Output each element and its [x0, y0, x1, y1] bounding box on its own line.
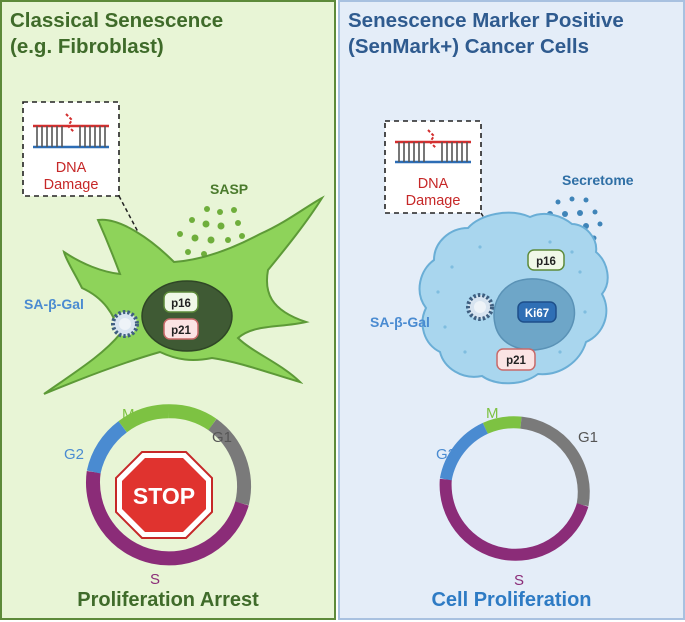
- cycle-label-s: S: [514, 572, 524, 589]
- phase-g2-arc: [86, 421, 128, 474]
- right-panel-title: Senescence Marker Positive (SenMark+) Ca…: [348, 8, 624, 60]
- ki67-label: Ki67: [525, 308, 549, 320]
- lysosome-icon: [466, 293, 494, 321]
- p21-label: p21: [506, 355, 526, 367]
- left-footer: Proliferation Arrest: [77, 589, 259, 611]
- dna-label-line-2: Damage: [44, 177, 99, 193]
- p16-label: p16: [536, 256, 556, 268]
- cycle-label-s: S: [150, 571, 160, 588]
- dna-damage-inset: DNA Damage: [22, 101, 120, 197]
- lysosome-icon: [111, 310, 139, 338]
- cycle-label-g2: G2: [64, 446, 84, 463]
- right-footer: Cell Proliferation: [431, 589, 592, 611]
- left-title-line-2: (e.g. Fibroblast): [10, 35, 164, 58]
- sasp-label: SASP: [210, 181, 248, 197]
- dna-label-line-1: DNA: [418, 176, 449, 192]
- p21-label: p21: [171, 325, 191, 337]
- cycle-label-m: M: [486, 405, 499, 422]
- left-illustration: DNA Damage SASP p16 p21 SA-β-Gal: [22, 101, 325, 588]
- cycle-label-m: M: [122, 406, 135, 423]
- p21-marker: [496, 348, 536, 371]
- phase-g2-arc: [439, 422, 489, 481]
- left-panel-title: Classical Senescence (e.g. Fibroblast): [10, 8, 223, 60]
- left-cell-cycle-ring: [86, 404, 251, 566]
- p21-marker: [163, 318, 199, 340]
- right-illustration: DNA Damage Secretome p16 Ki67 p21 SA-β: [370, 120, 634, 589]
- cycle-label-g2: G2: [436, 446, 456, 463]
- sa-beta-gal-label: SA-β-Gal: [370, 314, 430, 330]
- secretome-label: Secretome: [562, 172, 634, 188]
- cycle-label-g1: G1: [578, 429, 598, 446]
- stop-sign-icon: STOP: [115, 451, 213, 539]
- dna-label-line-2: Damage: [406, 193, 461, 209]
- dna-helix-icon: [395, 129, 471, 164]
- dna-damage-inset: DNA Damage: [384, 120, 482, 214]
- sa-beta-gal-label: SA-β-Gal: [24, 296, 84, 312]
- phase-s-arc: [439, 478, 589, 561]
- phase-m-arc: [482, 416, 522, 434]
- phase-s-arc: [86, 471, 249, 566]
- dna-label-line-1: DNA: [56, 160, 87, 176]
- right-title-line-1: Senescence Marker Positive: [348, 9, 624, 32]
- p16-marker: [163, 291, 199, 313]
- p16-label: p16: [171, 298, 191, 310]
- stop-label: STOP: [133, 483, 195, 509]
- phase-m-arc: [168, 404, 217, 431]
- cycle-label-g1: G1: [212, 429, 232, 446]
- left-title-line-1: Classical Senescence: [10, 9, 224, 32]
- right-cell-cycle-ring: [439, 416, 590, 561]
- right-title-line-2: (SenMark+) Cancer Cells: [348, 35, 589, 58]
- phase-g1-arc: [208, 418, 251, 506]
- classical-senescence-panel: Classical Senescence (e.g. Fibroblast) D…: [0, 0, 336, 620]
- senmark-cancer-panel: Senescence Marker Positive (SenMark+) Ca…: [338, 0, 685, 620]
- phase-g1-arc: [520, 416, 590, 507]
- p16-marker: [527, 249, 565, 271]
- ki67-marker: [517, 301, 557, 323]
- dna-helix-icon: [33, 113, 109, 149]
